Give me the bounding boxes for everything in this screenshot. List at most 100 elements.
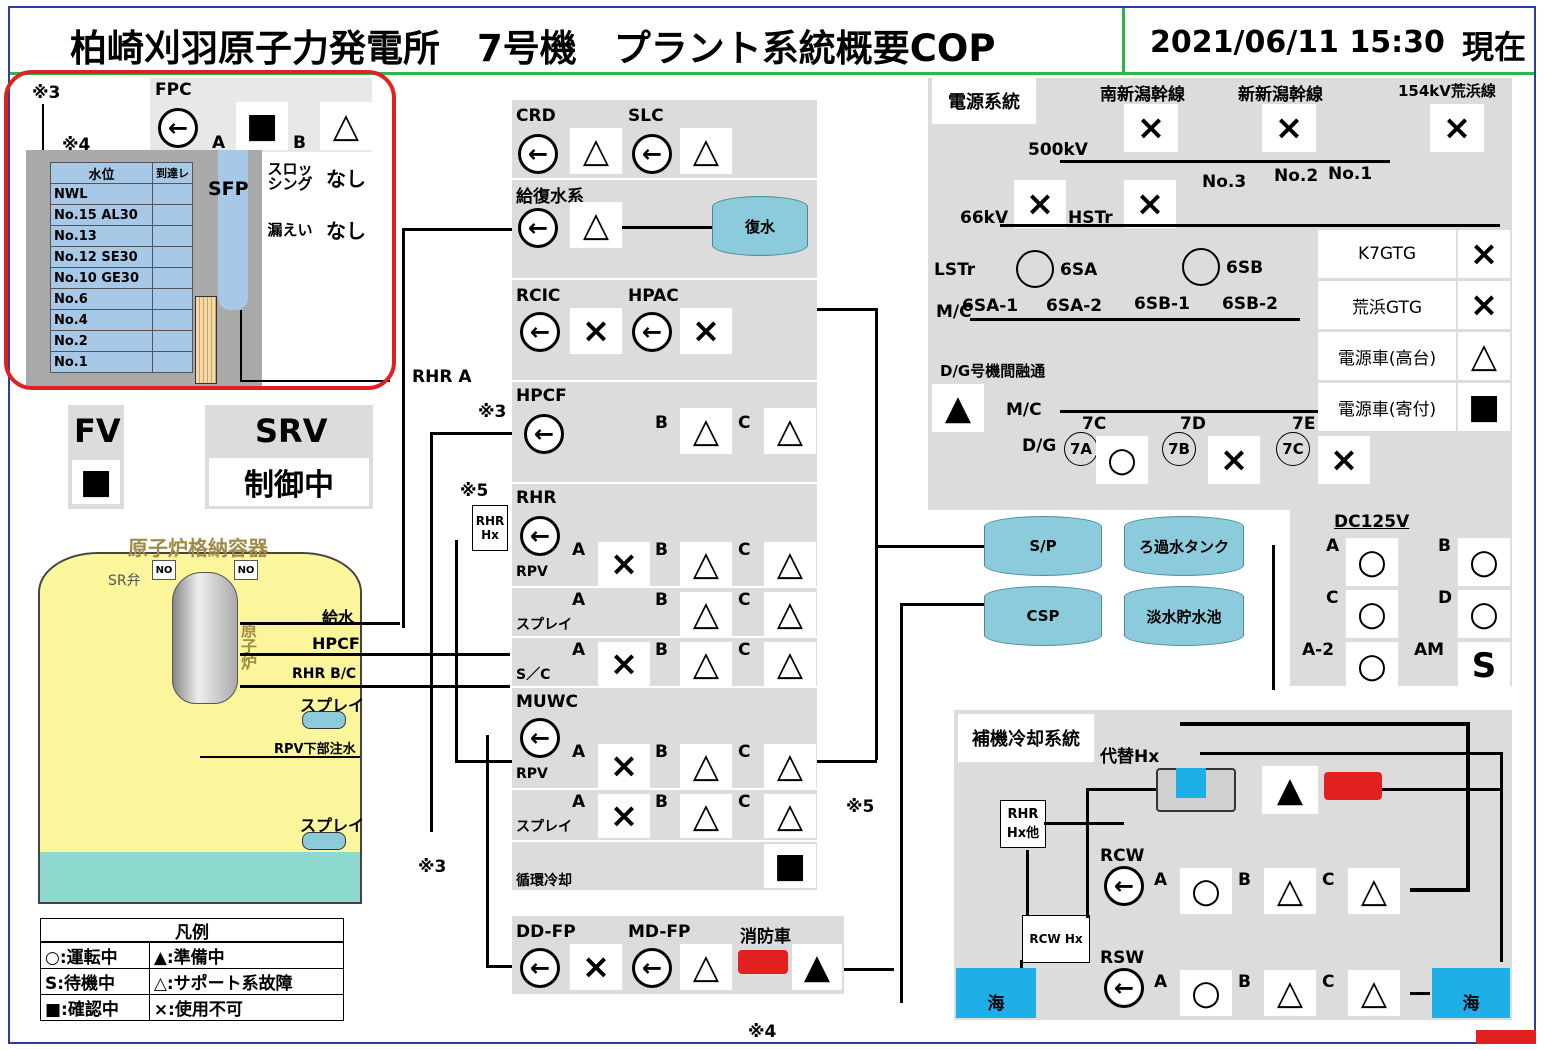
center-divider	[512, 840, 817, 842]
note3b-label: ※3	[418, 857, 447, 877]
rhrbc-label: RHR B/C	[292, 666, 357, 682]
hpcf-state-b: △	[680, 408, 732, 454]
aux-pipe-6	[1500, 752, 1503, 962]
kv500-label: 500kV	[1028, 140, 1088, 160]
ddfp-pump-icon: ←	[520, 948, 560, 988]
pipe-v4	[486, 735, 489, 967]
center.rhr-state-b: △	[680, 592, 732, 636]
center.rhr-state-b: △	[680, 542, 732, 586]
mc2-label: M/C	[1006, 400, 1042, 420]
aux-rcw-pump-icon: ←	[1104, 866, 1144, 906]
center.muwc-state-c: △	[764, 744, 816, 788]
sb1-label: 6SB-1	[1134, 294, 1190, 314]
aux-rsw-state-c: △	[1348, 970, 1400, 1016]
center.muwc-state-b: △	[680, 794, 732, 838]
fire-panel	[512, 916, 844, 994]
center.muwc-state-a: ×	[598, 794, 650, 838]
pipe-r1v	[875, 308, 878, 760]
feedwater-label: 給復水系	[516, 187, 584, 207]
feed-pipe	[240, 622, 400, 625]
center.muwc-sub: RPV	[516, 766, 548, 782]
rhr-sys-label: RHR	[516, 488, 557, 508]
center.muwc-b-label: B	[655, 792, 668, 812]
dg-label: D/G	[1022, 436, 1057, 456]
pipe-v1	[402, 228, 405, 628]
corner-logo-mark	[1476, 1030, 1536, 1044]
legend-row: ○:運転中▲:準備中	[40, 942, 345, 969]
power-source-name: 電源車(高台)	[1318, 332, 1456, 380]
srv-label: SRV	[255, 412, 328, 450]
firetruck-label: 消防車	[740, 927, 791, 947]
pipe-h2	[430, 432, 512, 435]
c7c-label: 7C	[1082, 414, 1107, 434]
aux-rhr-hx: RHR Hx他	[1000, 800, 1046, 848]
alt-hx-label: 代替Hx	[1100, 747, 1160, 767]
pipe-r4v	[900, 603, 903, 1003]
power-source-state: △	[1458, 332, 1510, 380]
sea-right: 海	[1432, 968, 1510, 1018]
power-source-state: ■	[1458, 383, 1510, 431]
circ-cool-state: ■	[764, 844, 816, 888]
dc-state: ○	[1458, 590, 1510, 638]
reactor-label: 原子炉	[238, 622, 257, 670]
aux-pipe-4	[1466, 722, 1470, 892]
pipe-r2	[817, 760, 877, 763]
center.rhr-c-label: C	[738, 540, 751, 560]
col-reach: 到達レ	[152, 162, 193, 184]
slc-state: △	[680, 128, 732, 174]
aux-rsw-c-label: C	[1322, 972, 1335, 992]
no2-label: No.2	[1274, 166, 1319, 186]
dc-key: D	[1438, 588, 1453, 608]
dg7c-state: ×	[1318, 436, 1370, 484]
rpv-inject-label: RPV下部注水	[274, 742, 356, 757]
center-divider	[512, 482, 817, 484]
firetruck-icon	[738, 950, 788, 974]
spray2-label: スプレイ	[300, 816, 365, 835]
hpcf-c-label: C	[738, 413, 751, 433]
mc-label: M/C	[936, 302, 972, 322]
hpcf-b-label: B	[655, 413, 668, 433]
aux-rcw-state-b: △	[1264, 868, 1316, 914]
pipe-r3	[878, 545, 984, 548]
power-source-name: K7GTG	[1318, 230, 1456, 278]
center.rhr-state-c: △	[764, 592, 816, 636]
aux-rcw-label: RCW	[1100, 846, 1145, 866]
rcic-pump-icon: ←	[520, 312, 560, 352]
center.rhr-b-label: B	[655, 540, 668, 560]
aux-pipe-1	[1086, 788, 1089, 918]
water-level-row: No.12 SE30	[50, 246, 193, 268]
pipe-h1	[402, 228, 512, 231]
sfp-column	[218, 150, 248, 310]
fpc-b-label: B	[293, 133, 306, 153]
water-level-name: No.12 SE30	[50, 246, 153, 268]
crd-label: CRD	[516, 106, 556, 126]
dc-state: ○	[1346, 590, 1398, 638]
mdfp-state: △	[680, 944, 732, 990]
srv-state: 制御中	[209, 458, 369, 506]
muwc-sys-label: MUWC	[516, 692, 578, 712]
aux-rsw-state-a: ○	[1180, 970, 1232, 1016]
hs2-state: ×	[1124, 180, 1176, 228]
center-divider	[512, 788, 817, 790]
aux-rsw-pump-icon: ←	[1104, 968, 1144, 1008]
slosh-value: なし	[320, 152, 372, 202]
fpc-state-a: ■	[236, 102, 288, 150]
dc-state: S	[1458, 642, 1510, 690]
no3-label: No.3	[1202, 172, 1247, 192]
containment-title: 原子炉格納容器	[128, 536, 268, 560]
leak-value: なし	[320, 204, 372, 254]
center.rhr-sub: S／C	[516, 667, 551, 683]
legend-item: ○:運転中	[40, 942, 150, 969]
fpc-loop-pipe	[240, 310, 242, 380]
center.muwc-b-label: B	[655, 742, 668, 762]
center.rhr-sub: RPV	[516, 564, 548, 580]
line3-state: ×	[1430, 104, 1484, 152]
center.rhr-a-label: A	[572, 590, 586, 610]
aux-rsw-a-label: A	[1154, 972, 1168, 992]
center-divider	[512, 380, 817, 382]
aux-pipe-3	[1180, 722, 1470, 726]
pipe-r5	[844, 968, 894, 971]
legend-item: S:待機中	[40, 968, 150, 995]
circ-cool-label: 循環冷却	[516, 873, 572, 889]
hpac-state: ×	[680, 308, 732, 354]
